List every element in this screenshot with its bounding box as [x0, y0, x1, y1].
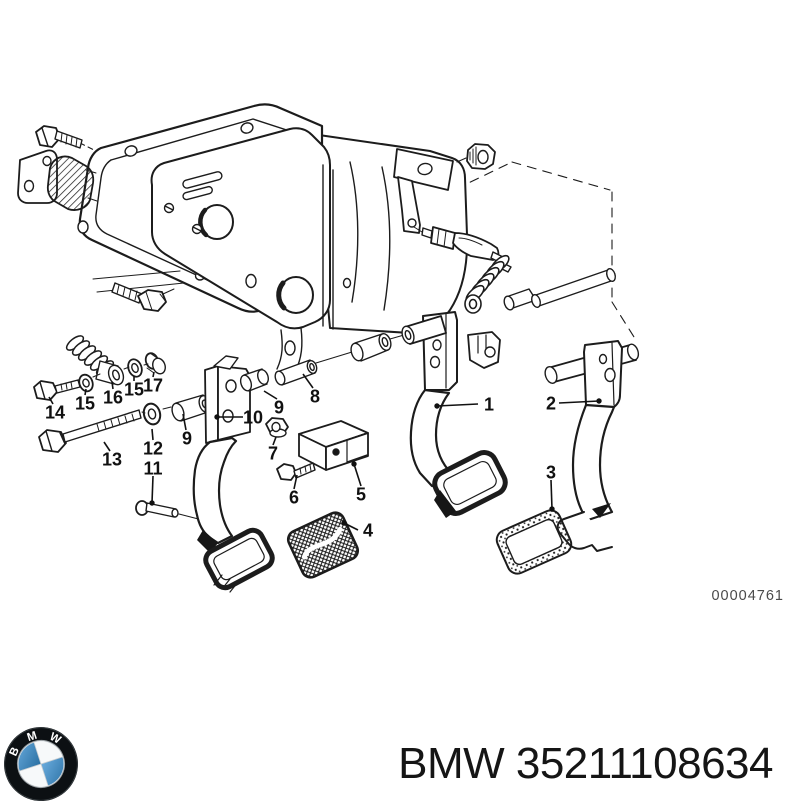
svg-text:15: 15 — [124, 380, 144, 400]
part-callout-5: 5 — [351, 461, 366, 505]
part-callout-8: 8 — [302, 373, 320, 407]
svg-text:5: 5 — [356, 485, 366, 505]
part-callout-14: 14 — [45, 396, 65, 423]
part-callout-17: 17 — [143, 371, 163, 396]
part-callout-12: 12 — [143, 428, 163, 459]
part-callout-10: 10 — [214, 408, 263, 428]
pedal-pad-4 — [286, 511, 360, 579]
part-callout-9: 9 — [263, 390, 284, 418]
pivot-sleeve-and-tube — [503, 267, 617, 311]
svg-text:4: 4 — [363, 521, 373, 541]
part-callout-9: 9 — [182, 413, 192, 449]
pedal-1 — [401, 311, 508, 518]
stop-block-group — [265, 417, 369, 481]
svg-text:6: 6 — [289, 488, 299, 508]
svg-text:9: 9 — [182, 429, 192, 449]
clutch-boot-bracket — [17, 149, 98, 211]
part-callout-6: 6 — [289, 474, 299, 508]
cap-nut — [456, 143, 496, 170]
part-callout-4: 4 — [341, 520, 373, 541]
clutch-pedal-assembled — [192, 436, 275, 593]
footer-part-number: BMW 35211108634 — [398, 739, 773, 788]
part-callout-16: 16 — [103, 381, 123, 408]
logo-letter-m: M — [26, 730, 39, 744]
return-spring — [464, 254, 510, 314]
svg-text:12: 12 — [143, 439, 163, 459]
pedal-box-housing — [77, 103, 469, 373]
part-callout-7: 7 — [268, 436, 278, 464]
svg-text:13: 13 — [102, 450, 122, 470]
part-callout-11: 11 — [143, 459, 163, 506]
svg-text:2: 2 — [546, 394, 556, 414]
part-callout-1: 1 — [434, 395, 494, 415]
svg-text:11: 11 — [143, 459, 162, 479]
svg-text:8: 8 — [310, 387, 320, 407]
part-callout-3: 3 — [546, 463, 556, 512]
svg-text:7: 7 — [268, 444, 278, 464]
svg-text:3: 3 — [546, 463, 556, 483]
lower-mounting-screws — [92, 270, 185, 312]
mounting-bolt-top-left — [35, 125, 83, 149]
pedal-pivot-bracket — [204, 355, 251, 444]
part-callout-15: 15 — [75, 388, 95, 414]
document-number: 00004761 — [711, 588, 784, 604]
logo-letter-w: W — [47, 731, 62, 747]
svg-text:16: 16 — [103, 388, 123, 408]
svg-text:10: 10 — [243, 408, 263, 428]
part-callout-2: 2 — [546, 394, 602, 414]
part-callout-13: 13 — [102, 441, 122, 470]
svg-text:17: 17 — [143, 376, 163, 396]
bmw-roundel-icon: B M W — [4, 727, 78, 801]
part-callout-15: 15 — [124, 376, 144, 400]
bmw-logo: B M W — [2, 725, 80, 803]
svg-text:9: 9 — [274, 398, 284, 418]
pedal-pad-3 — [495, 509, 573, 575]
pivot-parts-row — [239, 333, 405, 392]
svg-text:14: 14 — [45, 403, 65, 423]
svg-text:1: 1 — [484, 395, 494, 415]
svg-text:15: 15 — [75, 394, 95, 414]
